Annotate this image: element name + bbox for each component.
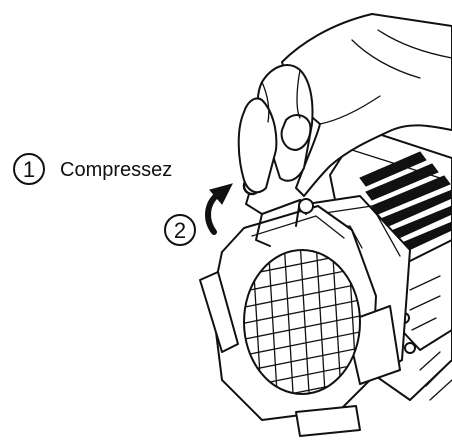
curved-rotation-arrow-icon [208, 184, 232, 232]
thumbnail [282, 115, 311, 150]
step-1-text: Compressez [60, 159, 172, 181]
clip-knob [299, 199, 313, 213]
yoke-bolt-lower [405, 343, 415, 353]
step-2-number: 2 [174, 218, 186, 243]
step-1-callout: 1 Compressez [14, 154, 172, 184]
step-2-callout: 2 [165, 215, 195, 245]
frame-foot-bottom [296, 406, 360, 436]
step-1-number: 1 [23, 157, 35, 182]
